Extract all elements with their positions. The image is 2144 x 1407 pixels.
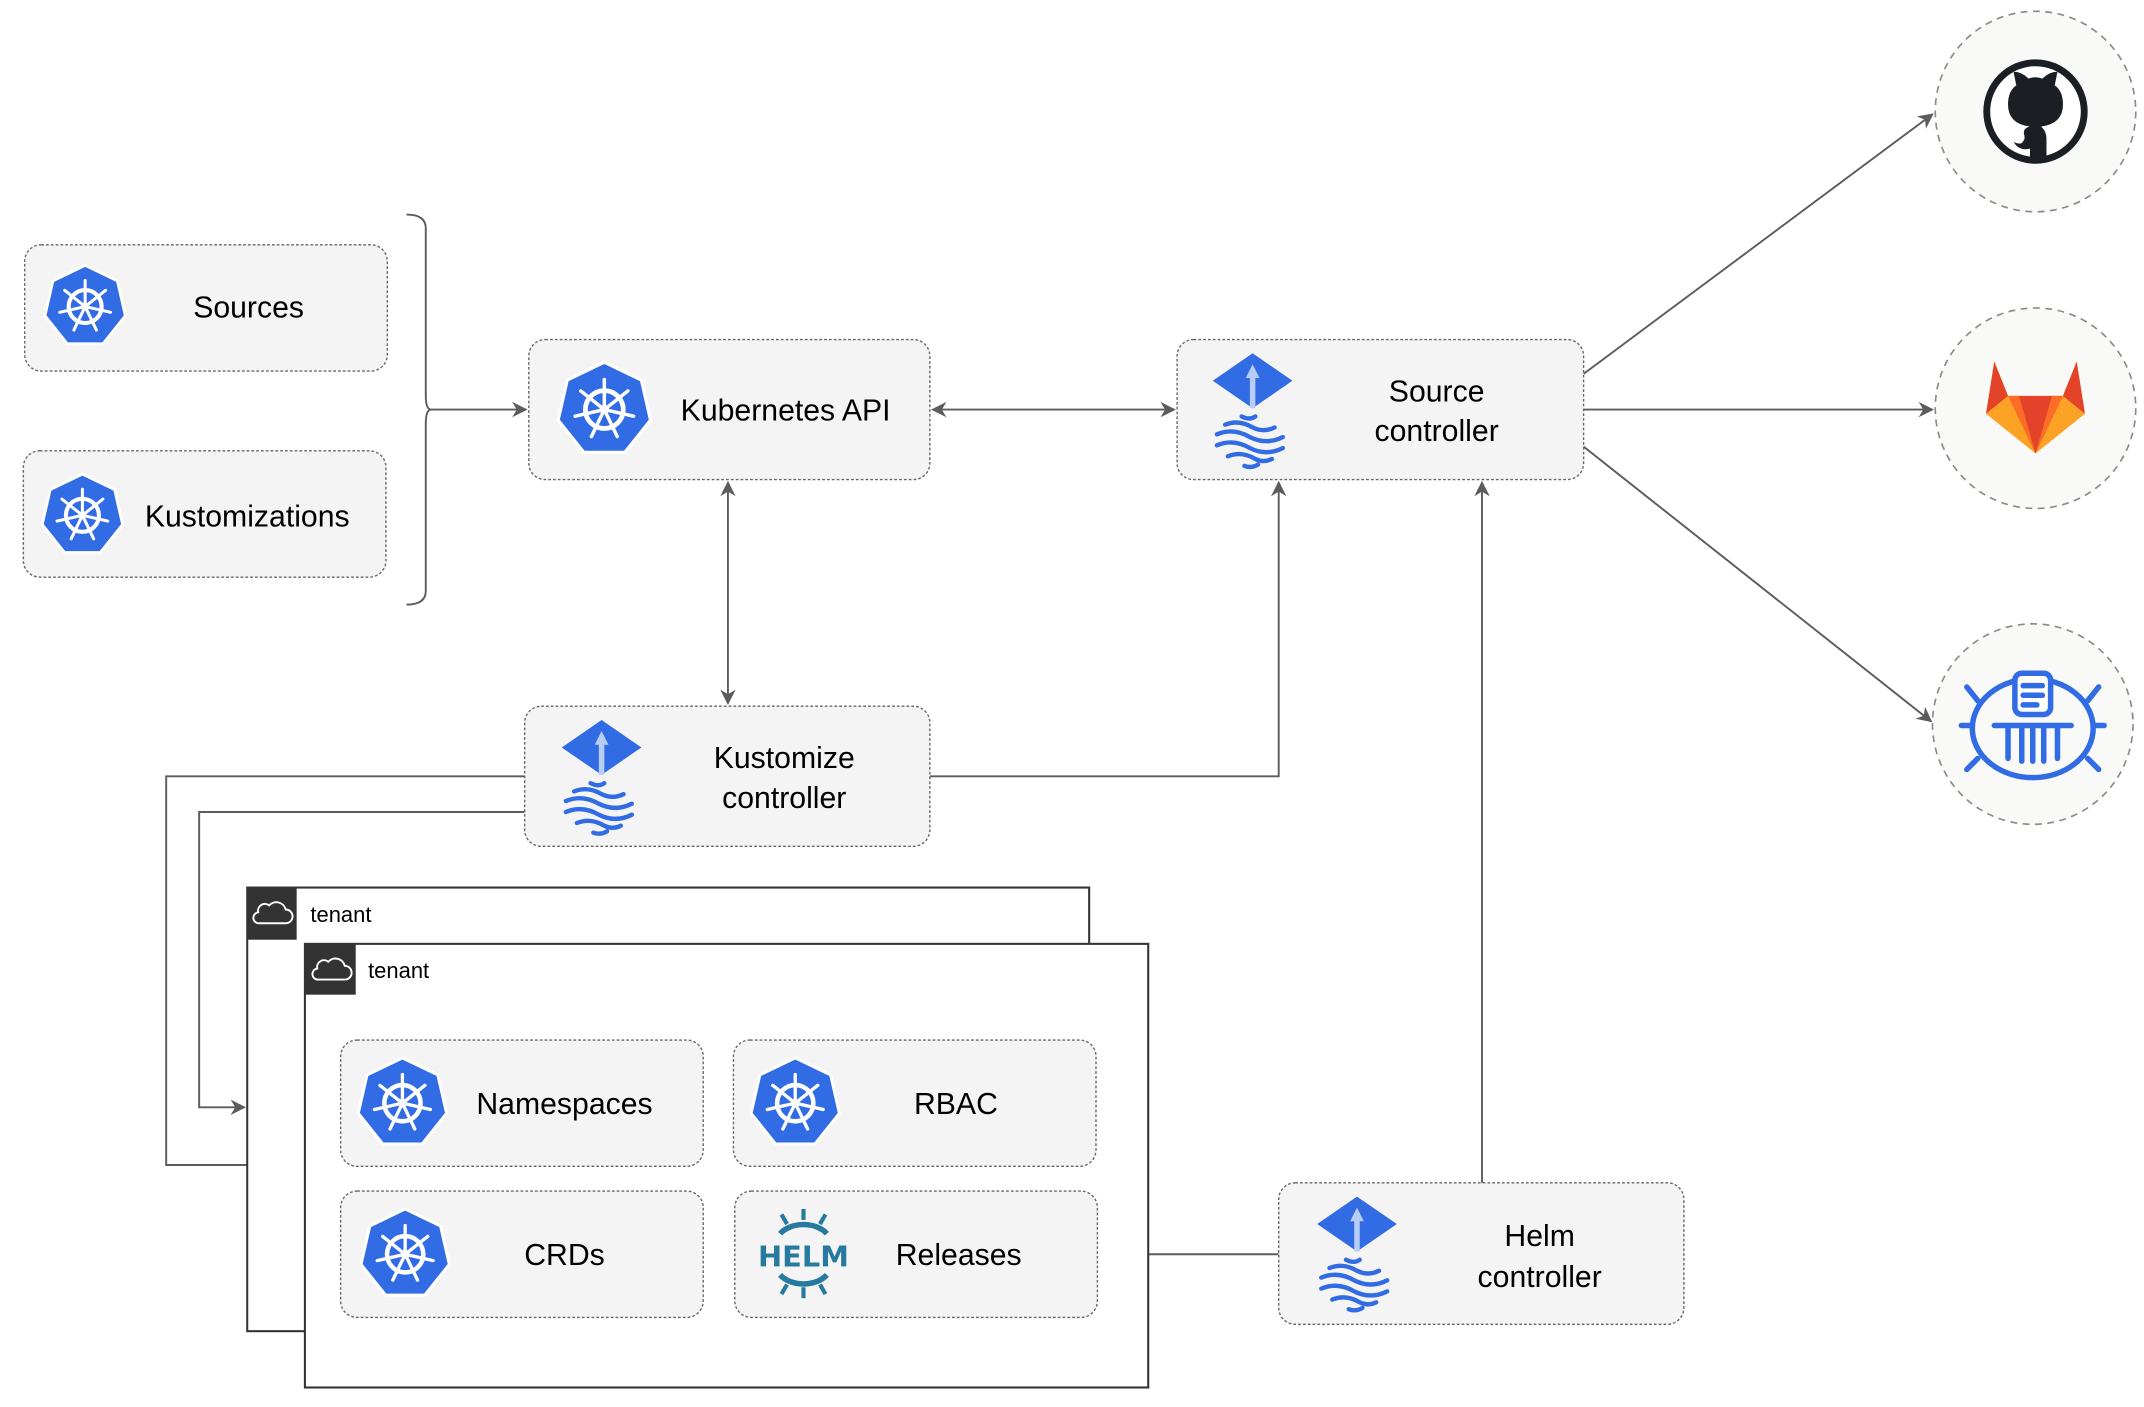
node-sources[interactable]: Sources <box>24 244 389 372</box>
edge-source-to-bucket <box>1583 445 1933 723</box>
node-label: Kubernetes API <box>681 395 891 428</box>
node-label-line2: controller <box>1375 415 1499 448</box>
node-label: Namespaces <box>476 1088 652 1121</box>
gitlab-icon <box>1986 361 2085 454</box>
edge-kustomize-to-tenant-front <box>165 775 525 1173</box>
github-source[interactable] <box>1934 10 2137 213</box>
node-label: Sources <box>193 292 304 325</box>
node-label-line2: controller <box>1478 1261 1602 1294</box>
node-kubernetes-api[interactable]: Kubernetes API <box>528 338 931 481</box>
node-label-line2: controller <box>722 782 846 815</box>
bucket-source[interactable] <box>1931 623 2134 826</box>
github-icon <box>1983 59 2088 164</box>
tenant-label: tenant <box>310 902 371 927</box>
node-label-line1: Source <box>1389 375 1485 408</box>
node-label: CRDs <box>524 1239 605 1272</box>
node-label: RBAC <box>914 1088 998 1121</box>
edge-kustomize-to-source <box>929 480 1287 778</box>
node-crds[interactable]: CRDs <box>339 1190 704 1319</box>
node-label-line1: Kustomize <box>714 742 855 775</box>
node-kustomizations[interactable]: Kustomizations <box>22 450 387 578</box>
node-rbac[interactable]: RBAC <box>732 1039 1097 1168</box>
node-helm-controller[interactable]: Helm controller <box>1278 1182 1685 1325</box>
bucket-icon <box>1958 670 2107 781</box>
node-label: Kustomizations <box>145 500 350 533</box>
helm-logo-text: HELM <box>758 1240 849 1274</box>
node-kustomize-controller[interactable]: Kustomize controller <box>523 705 931 848</box>
node-source-controller[interactable]: Source controller <box>1176 338 1585 481</box>
bracket <box>406 213 432 606</box>
edge-kustomize-to-tenant-back <box>198 811 525 1115</box>
gitlab-source[interactable] <box>1934 307 2137 510</box>
tenant-label: tenant <box>368 958 429 983</box>
node-label-line1: Helm <box>1504 1220 1574 1253</box>
node-label: Releases <box>896 1239 1022 1272</box>
node-releases[interactable]: HELM Releases <box>734 1190 1099 1319</box>
edge-source-to-github <box>1583 113 1934 375</box>
node-namespaces[interactable]: Namespaces <box>339 1039 704 1168</box>
helm-icon: HELM <box>758 1208 849 1299</box>
